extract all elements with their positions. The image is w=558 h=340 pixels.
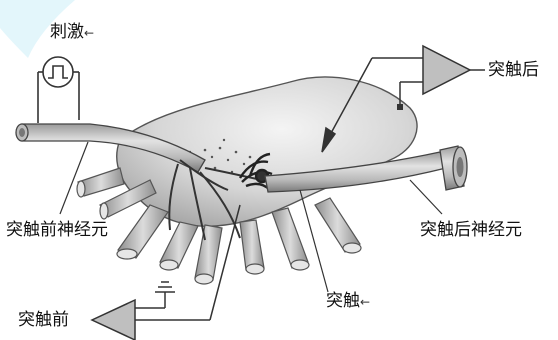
stimulus-text: 刺激 (50, 22, 84, 42)
presynaptic-neuron-label: 突触前神经元 (6, 222, 108, 239)
presynaptic-recording-label: 突触前 (18, 312, 69, 329)
postsynaptic-recording-label: 突触后 (488, 62, 539, 79)
stimulus-electrode (38, 57, 79, 123)
synapse-label: 突触← (326, 293, 370, 310)
synapse-text: 突触 (326, 291, 360, 311)
synapse-mark: ← (360, 295, 370, 309)
postsynaptic-neuron-label: 突触后神经元 (420, 222, 522, 239)
stimulus-label: 刺激← (50, 24, 94, 41)
stimulus-mark: ← (84, 26, 94, 40)
